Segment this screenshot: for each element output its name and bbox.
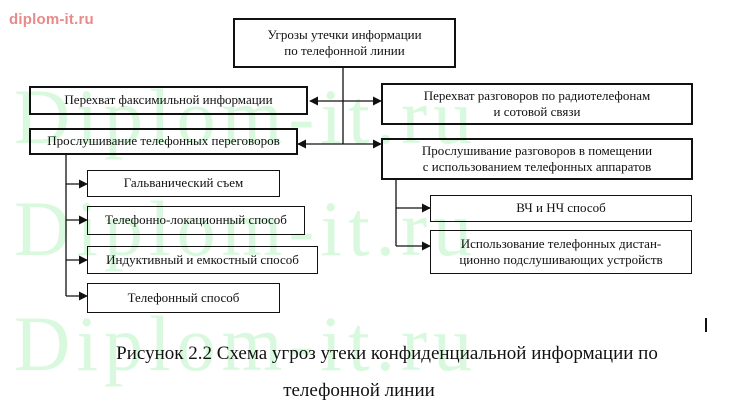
node-phone-method: Телефонный способ: [87, 283, 280, 313]
figure-caption-line2: телефонной линии: [283, 380, 435, 401]
node-locational: Телефонно-локационный способ: [87, 206, 305, 235]
node-listen-room: Прослушивание разговоров в помещении с и…: [381, 138, 693, 180]
node-listen-phone: Прослушивание телефонных переговоров: [29, 128, 298, 155]
node-inductive: Индуктивный и емкостный способ: [87, 246, 318, 274]
node-radio: Перехват разговоров по радиотелефонам и …: [381, 83, 693, 125]
big-watermark-3: Diplom-it.ru: [14, 300, 479, 387]
big-watermark-1: Diplom-it.ru: [14, 73, 479, 160]
node-root: Угрозы утечки информации по телефонной л…: [233, 18, 456, 68]
node-galvanic: Гальванический съем: [87, 170, 280, 197]
node-fax: Перехват факсимильной информации: [29, 86, 308, 115]
node-remote-devices: Использование телефонных дистан- ционно …: [430, 230, 692, 274]
site-watermark: diplom-it.ru: [9, 11, 94, 28]
figure-caption-line1: Рисунок 2.2 Схема угроз утеки конфиденци…: [116, 343, 658, 364]
text-cursor: [705, 318, 707, 332]
node-hf-lf: ВЧ и НЧ способ: [430, 195, 692, 222]
